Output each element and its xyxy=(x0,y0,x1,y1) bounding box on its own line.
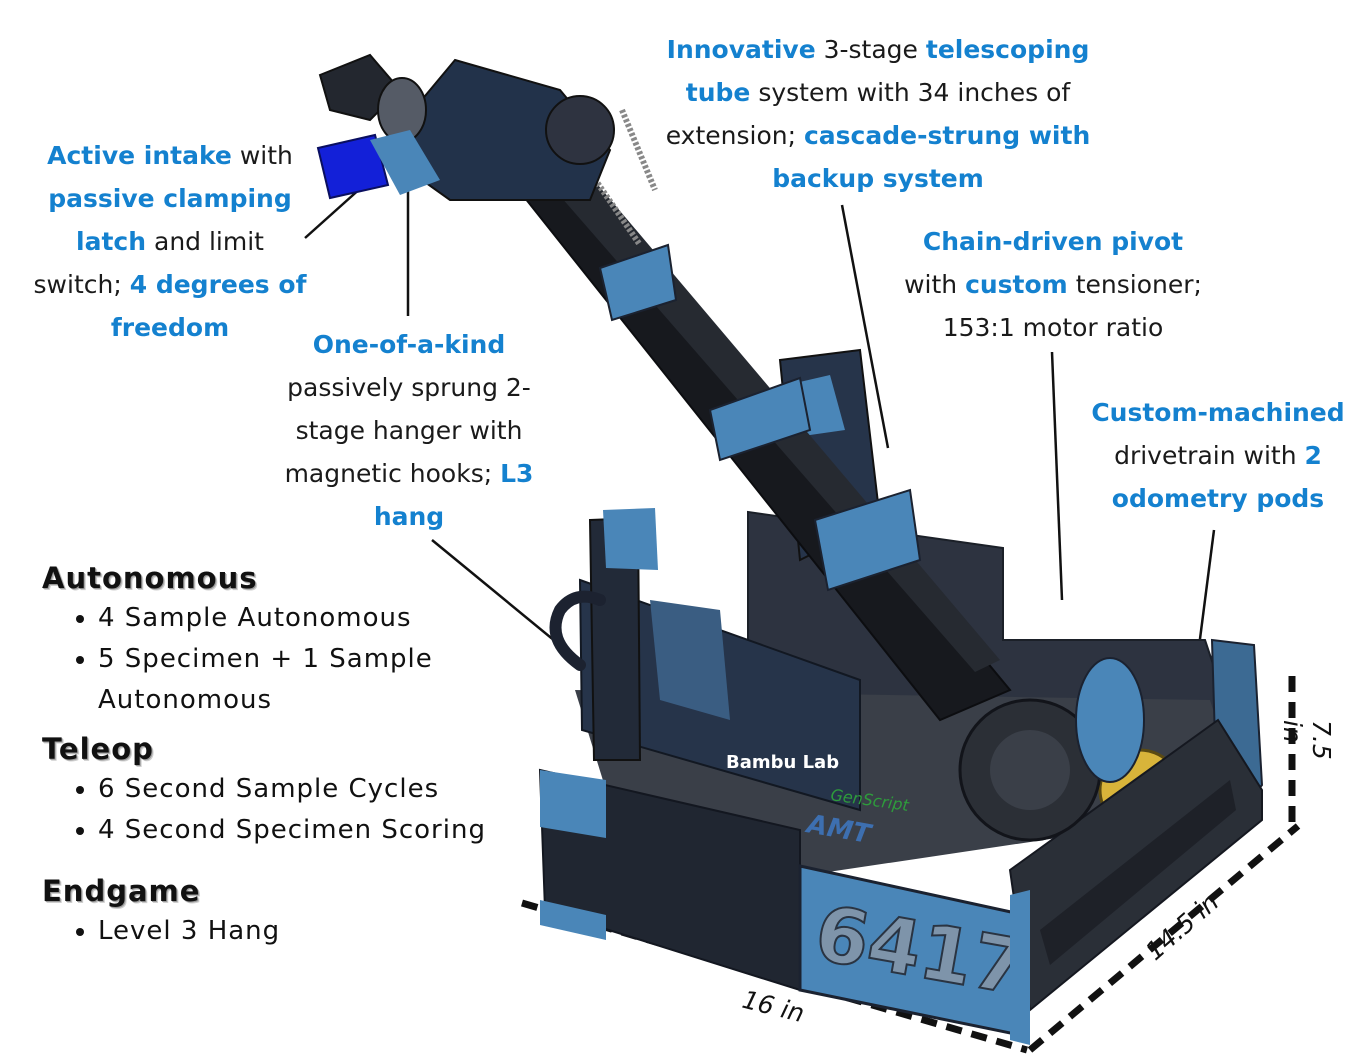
callout-telescoping-tube: Innovative 3-stage telescoping tube syst… xyxy=(650,28,1106,200)
highlight-text: One-of-a-kind xyxy=(312,330,506,359)
highlight-text: 4 degrees of freedom xyxy=(110,270,307,342)
section-autonomous: Autonomous 4 Sample Autonomous 5 Specime… xyxy=(42,560,518,721)
callout-text: with xyxy=(231,141,293,170)
section-teleop: Teleop 6 Second Sample Cycles 4 Second S… xyxy=(42,731,486,851)
highlight-text: Innovative xyxy=(666,35,816,64)
highlight-text: L3 hang xyxy=(373,459,534,531)
section-list: 6 Second Sample Cycles 4 Second Specimen… xyxy=(42,769,486,851)
leader-line-pivot xyxy=(1050,351,1064,601)
callout-pivot: Chain-driven pivot with custom tensioner… xyxy=(895,220,1211,349)
callout-text: tensioner; 153:1 motor ratio xyxy=(942,270,1202,342)
hanger-hook xyxy=(549,590,606,671)
section-title: Teleop xyxy=(42,732,154,766)
intake-servo xyxy=(316,133,390,200)
callout-text: with xyxy=(904,270,966,299)
callout-drivetrain: Custom-machined drivetrain with 2 odomet… xyxy=(1082,391,1354,520)
callout-text: drivetrain with xyxy=(1114,441,1305,470)
section-list: Level 3 Hang xyxy=(42,911,280,952)
highlight-text: cascade-strung with backup system xyxy=(772,121,1091,193)
tube-bracket xyxy=(598,243,678,322)
highlight-text: Active intake xyxy=(47,141,232,170)
pivot-hub xyxy=(1075,657,1145,783)
leader-line-tube xyxy=(840,204,890,449)
highlight-text: passive clamping latch xyxy=(48,184,292,256)
sponsor-bambu-lab: Bambu Lab xyxy=(726,752,839,773)
section-title: Autonomous xyxy=(42,561,258,595)
list-item: Level 3 Hang xyxy=(98,911,280,952)
section-list: 4 Sample Autonomous 5 Specimen + 1 Sampl… xyxy=(42,598,518,721)
list-item: 6 Second Sample Cycles xyxy=(98,769,486,810)
callout-text: passively sprung 2-stage hanger with mag… xyxy=(284,373,531,488)
callout-hanger: One-of-a-kind passively sprung 2-stage h… xyxy=(270,323,548,538)
highlight-text: 2 odometry pods xyxy=(1111,441,1325,513)
callout-text: 3-stage xyxy=(815,35,926,64)
corner-bracket xyxy=(1010,890,1030,1045)
highlight-text: Chain-driven pivot xyxy=(922,227,1184,256)
callout-intake: Active intake with passive clamping latc… xyxy=(32,134,308,349)
highlight-text: Custom-machined xyxy=(1091,398,1345,427)
list-item: 5 Specimen + 1 Sample Autonomous xyxy=(98,639,518,721)
callout-text: and limit switch; xyxy=(33,227,264,299)
dimension-height-label: 7.5 in xyxy=(1278,720,1336,760)
callout-text: system with 34 inches of extension; xyxy=(665,78,1071,150)
list-item: 4 Second Specimen Scoring xyxy=(98,810,486,851)
list-item: 4 Sample Autonomous xyxy=(98,598,518,639)
section-title: Endgame xyxy=(42,874,201,908)
highlight-text: telescoping tube xyxy=(685,35,1090,107)
highlight-text: custom xyxy=(965,270,1068,299)
dimension-line-depth xyxy=(1027,823,1301,1053)
chassis-front-bumper xyxy=(540,770,606,838)
section-endgame: Endgame Level 3 Hang xyxy=(42,873,280,952)
